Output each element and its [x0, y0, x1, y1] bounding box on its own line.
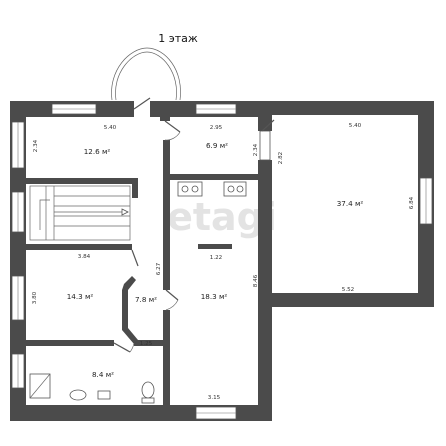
dimension-label: 6.27	[156, 262, 162, 275]
dimension-labels: 5.40 2.95 5.40 2.34 2.34 2.82 6.84 3.84 …	[32, 123, 415, 401]
bay-window	[111, 47, 181, 101]
doors	[113, 97, 275, 353]
area-room-top-left: 12.6 м²	[84, 147, 111, 156]
windows	[11, 103, 433, 420]
bathroom-fixtures	[29, 373, 155, 404]
dimension-label: 2.34	[253, 143, 259, 156]
kitchen-fixtures	[177, 181, 247, 249]
dimension-label: 3.80	[32, 291, 38, 304]
area-room-center: 18.3 м²	[201, 292, 228, 301]
staircase	[29, 185, 131, 241]
dimension-label: 3.15	[208, 395, 221, 401]
dimension-label: 2.34	[33, 139, 39, 152]
area-room-left-middle: 14.3 м²	[67, 292, 94, 301]
dimension-label: 3.84	[78, 254, 91, 260]
dimension-label: 1.25	[140, 341, 153, 347]
area-room-large-right: 37.4 м²	[337, 199, 364, 208]
dimension-label: 5.40	[104, 125, 117, 131]
dimension-label: 1.22	[210, 255, 222, 261]
dimension-label: 2.95	[210, 125, 223, 131]
area-room-bathroom: 8.4 м²	[92, 370, 114, 379]
area-room-corridor: 7.8 м²	[135, 295, 157, 304]
floor-title: 1 этаж	[158, 32, 198, 45]
room-labels: 12.6 м² 6.9 м² 37.4 м² 14.3 м² 7.8 м² 18…	[67, 141, 364, 379]
dimension-label: 2.82	[278, 152, 284, 164]
area-room-small-top: 6.9 м²	[206, 141, 228, 150]
dimension-label: 6.84	[409, 196, 415, 209]
dimension-label: 5.40	[349, 123, 362, 129]
dimension-label: 5.52	[342, 287, 354, 293]
dimension-label: 8.46	[253, 274, 259, 287]
